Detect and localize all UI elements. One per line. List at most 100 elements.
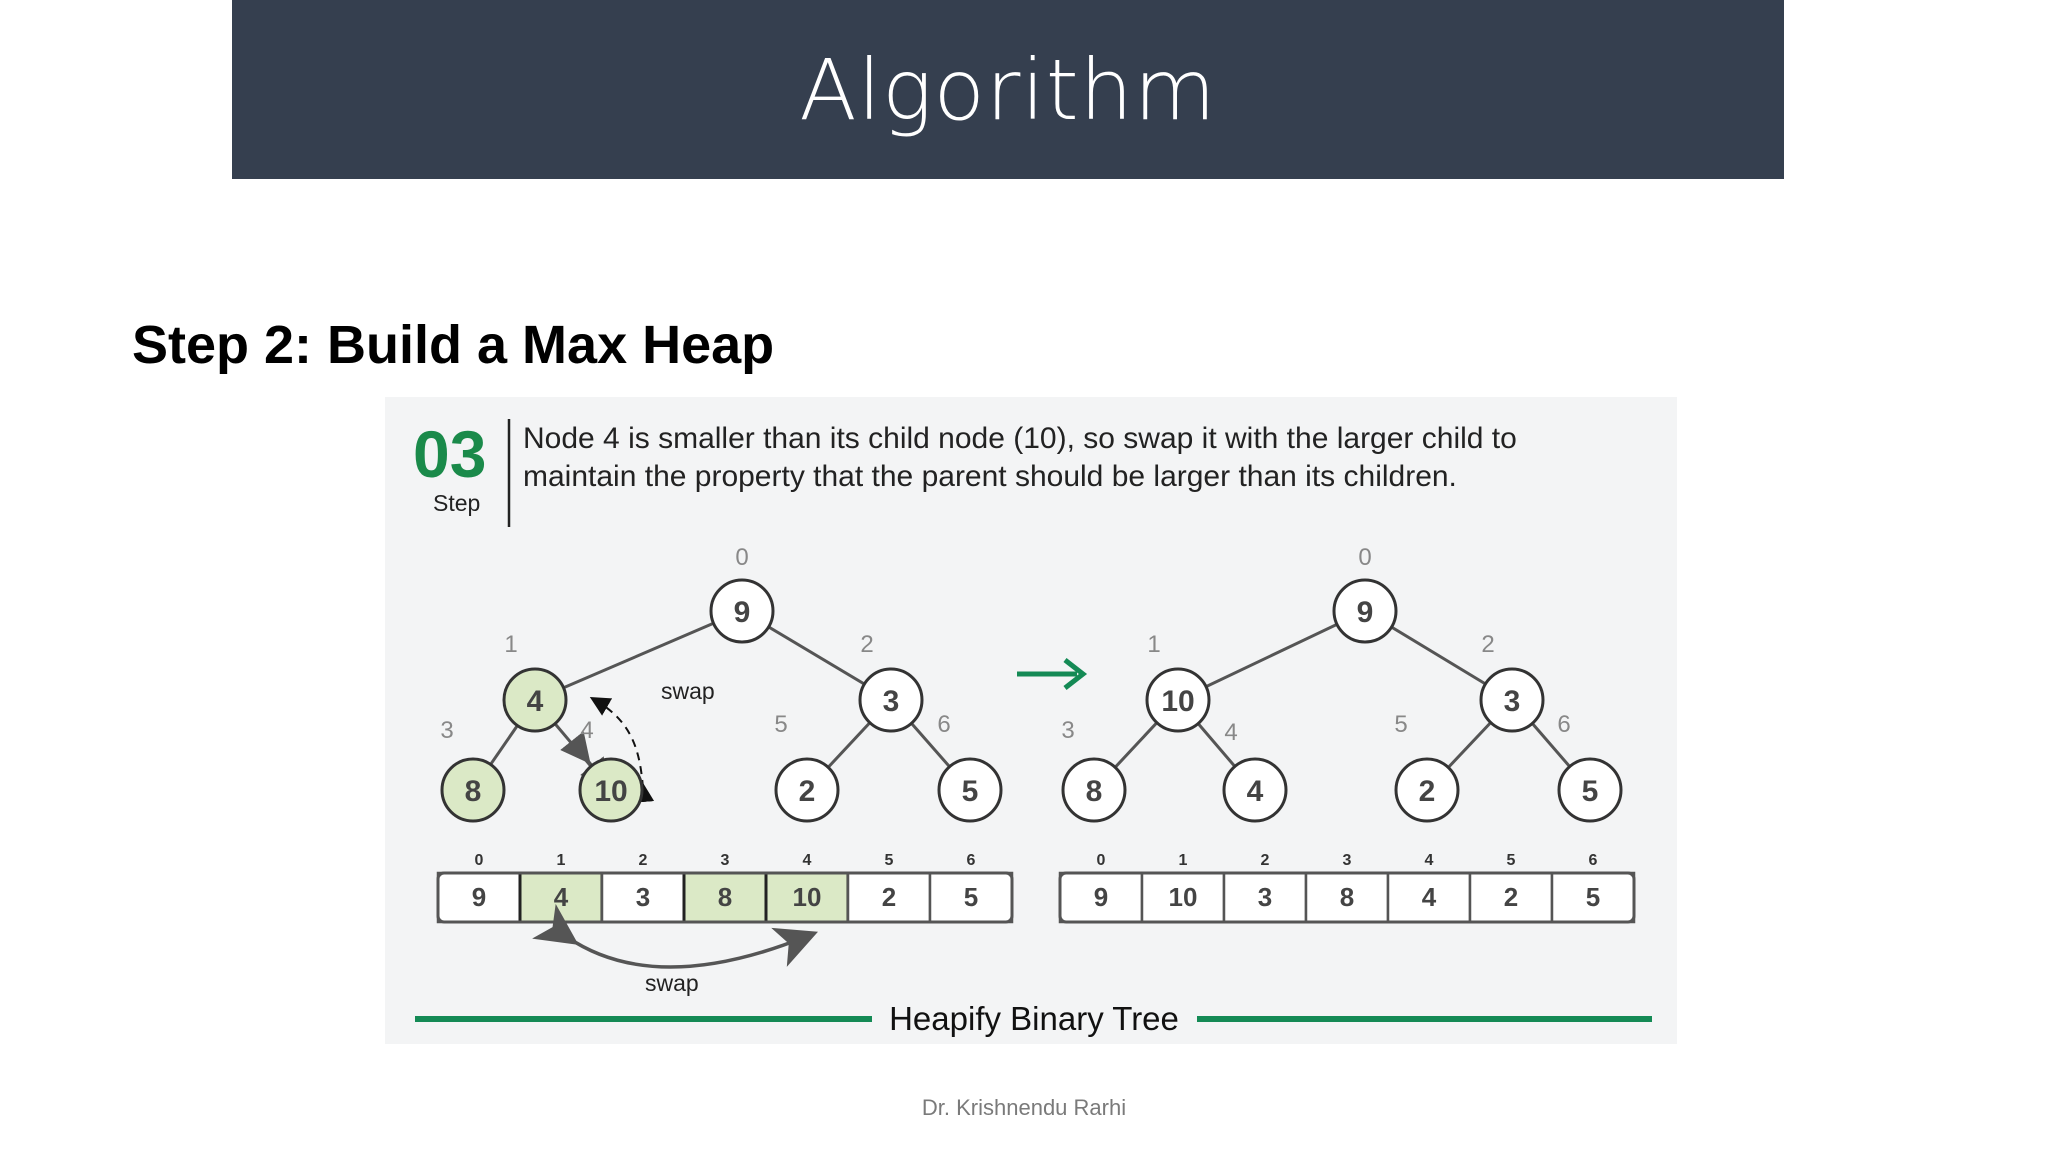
array-cell: 10 4 — [764, 852, 850, 924]
node-index: 1 — [504, 631, 517, 658]
node-value: 8 — [1086, 775, 1103, 808]
array-cell-value: 4 — [554, 882, 569, 912]
array-cell-value: 5 — [1586, 882, 1600, 912]
description-line-1: Node 4 is smaller than its child node (1… — [523, 422, 1517, 455]
node-value: 10 — [1161, 685, 1194, 718]
tree-node: 25 — [1394, 711, 1460, 823]
node-index: 3 — [1061, 717, 1074, 744]
array-cell: 83 — [682, 852, 768, 924]
array-cell-value: 10 — [1169, 882, 1198, 912]
figure-caption: Heapify Binary Tree — [889, 1000, 1179, 1037]
tree-node: 32 — [1479, 631, 1545, 733]
node-index: 5 — [1394, 711, 1407, 738]
array-cell: 90 — [436, 852, 522, 924]
array-cell-value: 2 — [1504, 882, 1518, 912]
node-circle — [858, 667, 924, 733]
array-cell-index: 4 — [803, 852, 812, 869]
array-cell-index: 1 — [1179, 852, 1188, 869]
tree-node: 25 — [774, 711, 840, 823]
edge-0-1-before — [534, 609, 743, 702]
swap-label-tree: swap — [661, 678, 715, 704]
node-circle — [1479, 667, 1545, 733]
node-circle — [440, 757, 506, 823]
node-circle — [1145, 667, 1211, 733]
step-number: 03 — [413, 417, 486, 491]
node-value: 2 — [799, 775, 816, 808]
node-index: 2 — [1481, 631, 1494, 658]
step-label: Step — [433, 490, 480, 516]
node-index: 5 — [774, 711, 787, 738]
tree-node: 41 — [502, 631, 568, 733]
array-cell: 44 — [1386, 852, 1472, 924]
node-circle — [1222, 757, 1288, 823]
array-cell-index: 3 — [721, 852, 730, 869]
array-swap-arrow — [532, 903, 819, 969]
node-circle — [774, 757, 840, 823]
array-cell: 32 — [600, 852, 686, 924]
node-circle — [709, 578, 775, 644]
tree-node: 56 — [937, 711, 1003, 823]
array-cell-value: 3 — [1258, 882, 1272, 912]
node-circle — [1394, 757, 1460, 823]
tree-node: 83 — [440, 717, 506, 823]
array-cell-value: 2 — [882, 882, 896, 912]
node-value: 3 — [883, 685, 900, 718]
node-index: 6 — [1557, 711, 1570, 738]
array-cell-index: 6 — [967, 852, 976, 869]
swap-label-array: swap — [645, 970, 699, 996]
array-cell: 56 — [928, 852, 1014, 924]
node-value: 9 — [734, 596, 751, 629]
array-cell-value: 4 — [1422, 882, 1437, 912]
transition-arrow-head — [1063, 658, 1088, 690]
array-cell: 25 — [846, 852, 932, 924]
tree-node: 10 4 — [578, 717, 644, 823]
array-cell-value: 8 — [718, 882, 732, 912]
slide-subtitle: Step 2: Build a Max Heap — [132, 315, 775, 375]
array-cell-index: 0 — [1097, 852, 1106, 869]
array-border — [1058, 871, 1636, 924]
array-cell-index: 5 — [1507, 852, 1516, 869]
edge-0-1-after — [1177, 609, 1366, 702]
node-value: 8 — [465, 775, 482, 808]
array-cell-index: 1 — [557, 852, 566, 869]
node-index: 6 — [937, 711, 950, 738]
array-cell-index: 4 — [1425, 852, 1434, 869]
node-index: 1 — [1147, 631, 1160, 658]
array-cell-index: 3 — [1343, 852, 1352, 869]
array-cell-value: 9 — [472, 882, 486, 912]
title-bar: Algorithm — [232, 0, 1784, 179]
array-cell-index: 5 — [885, 852, 894, 869]
array-cell-index: 2 — [639, 852, 648, 869]
array-cell: 32 — [1222, 852, 1308, 924]
slide-footer: Dr. Krishnendu Rarhi — [921, 1095, 1127, 1120]
array-cell-value: 8 — [1340, 882, 1354, 912]
array-cell-value: 10 — [793, 882, 822, 912]
array-cell: 10 1 — [1140, 852, 1226, 924]
tree-node: 32 — [858, 631, 924, 733]
array-cell-value: 5 — [964, 882, 978, 912]
tree-node: 44 — [1222, 719, 1288, 823]
node-circle — [1061, 757, 1127, 823]
array-cell-index: 2 — [1261, 852, 1270, 869]
node-circle — [502, 667, 568, 733]
array-cell-value: 9 — [1094, 882, 1108, 912]
slide-title: Algorithm — [799, 40, 1217, 139]
tree-node: 83 — [1061, 717, 1127, 823]
node-value: 4 — [527, 685, 544, 718]
node-value: 2 — [1419, 775, 1436, 808]
array-cell: 41 — [518, 852, 604, 924]
array-cell: 25 — [1468, 852, 1554, 924]
node-index: 4 — [580, 717, 593, 744]
node-value: 10 — [594, 775, 627, 808]
description-line-2: maintain the property that the parent sh… — [523, 460, 1457, 493]
node-circle — [1557, 757, 1623, 823]
node-circle — [1332, 578, 1398, 644]
array-cell-index: 6 — [1589, 852, 1598, 869]
tree-node: 101 — [1145, 631, 1211, 733]
tree-node: 90 — [709, 544, 775, 644]
heapify-figure: 03 Step Node 4 is smaller than its child… — [385, 397, 1677, 1044]
